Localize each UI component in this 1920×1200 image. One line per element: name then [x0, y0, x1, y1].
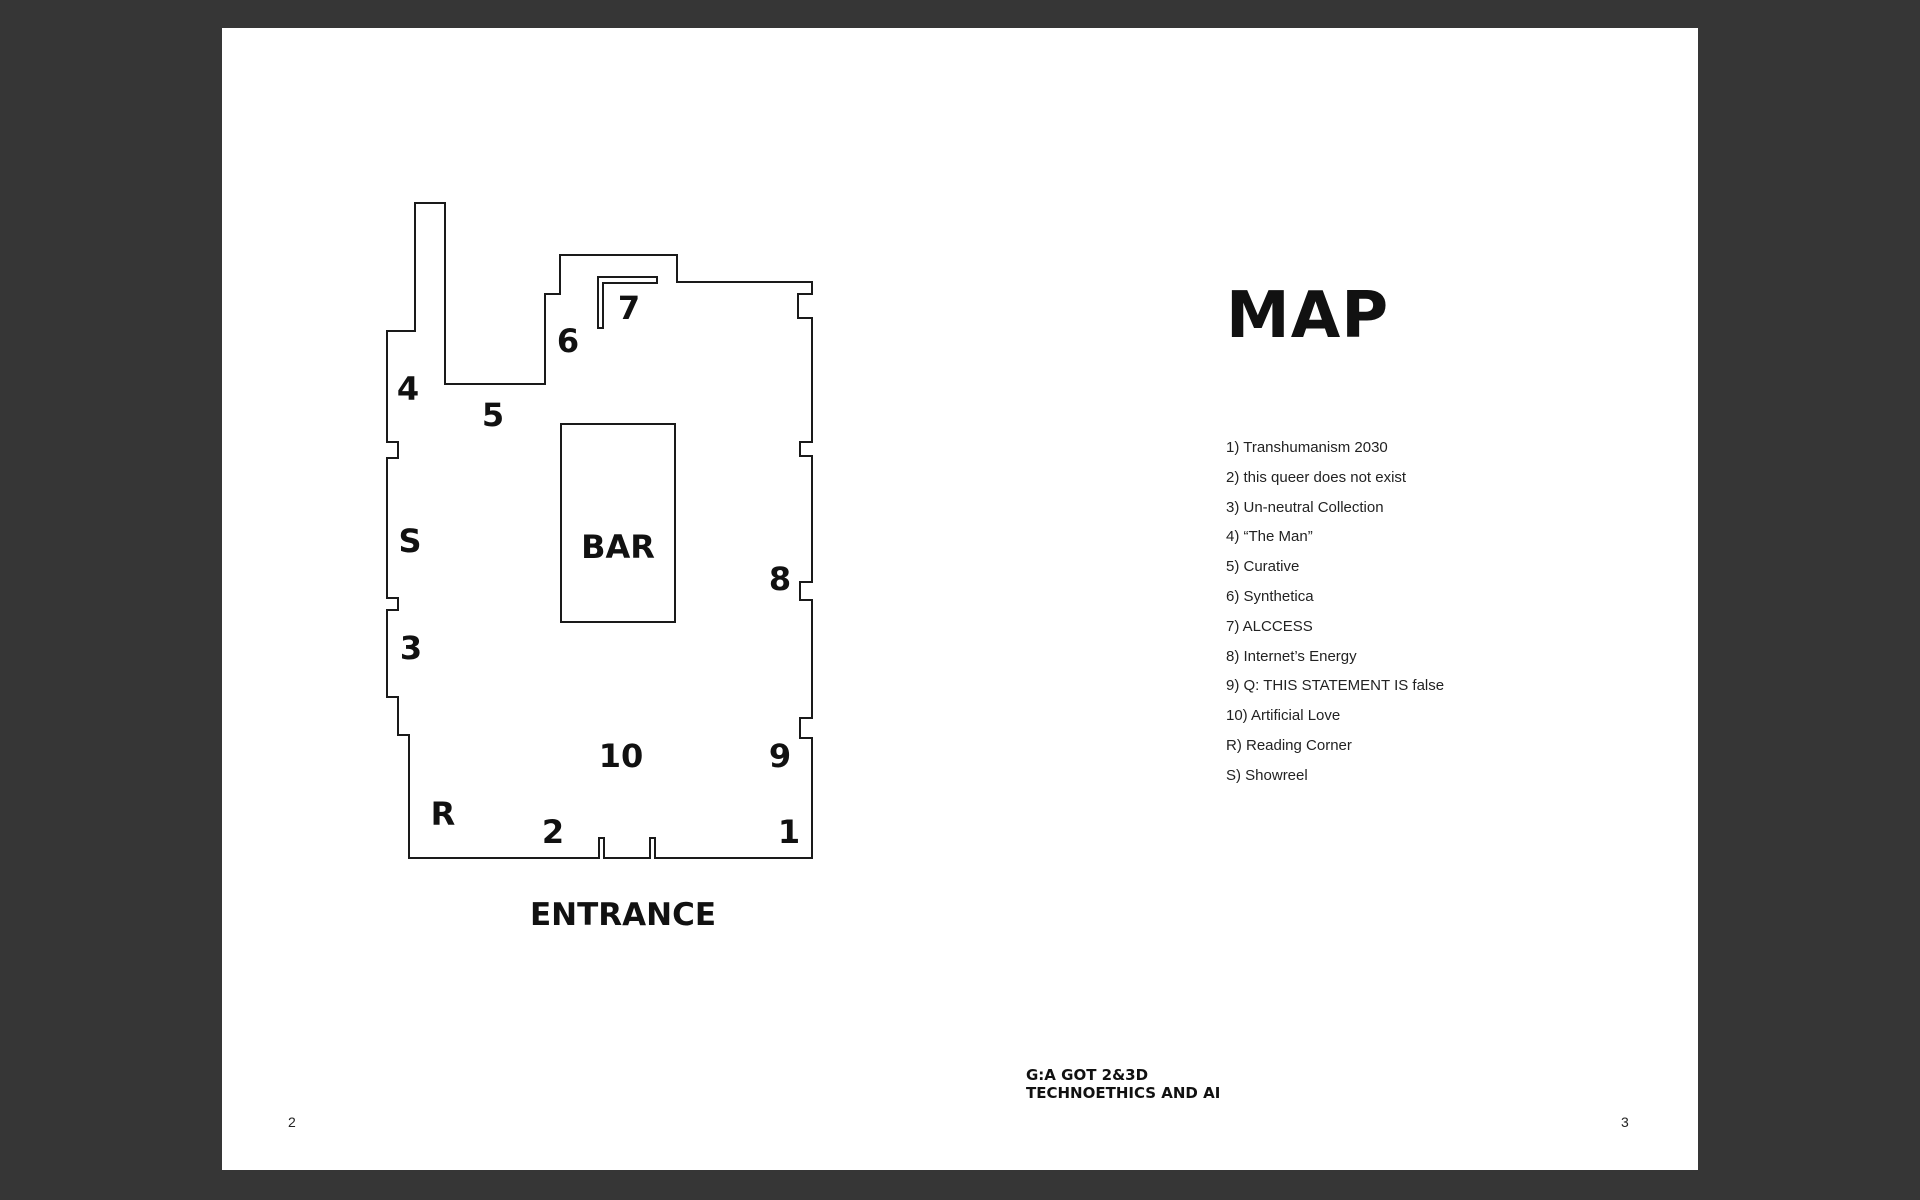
page-number-right: 3	[1621, 1114, 1629, 1130]
page-number-left: 2	[288, 1114, 296, 1130]
legend-item: 9) Q: THIS STATEMENT IS false	[1226, 677, 1445, 695]
zone-label-5: 5	[482, 396, 504, 434]
zone-label-9: 9	[769, 737, 791, 775]
footer-line-1: G:A GOT 2&3D	[1026, 1066, 1149, 1084]
zone-label-7: 7	[618, 289, 640, 327]
zone-label-2: 2	[542, 813, 564, 851]
zone-label-1: 1	[778, 813, 800, 851]
legend-item: 6) Synthetica	[1226, 587, 1314, 605]
legend-item: 1) Transhumanism 2030	[1226, 439, 1388, 456]
page-title: MAP	[1226, 279, 1390, 353]
legend-item: 10) Artificial Love	[1226, 707, 1341, 725]
zone-label-r: R	[431, 795, 456, 833]
map-legend: 1) Transhumanism 2030 2) this queer does…	[1226, 433, 1444, 791]
floor-plan: 1 2 3 4 5 6 7 8 9 10 R S BAR ENTRANCE	[386, 202, 813, 933]
bar-counter	[560, 423, 676, 623]
legend-item: 5) Curative	[1226, 558, 1300, 576]
partition-wall-7	[597, 276, 658, 329]
legend-item: R) Reading Corner	[1226, 736, 1352, 754]
zone-label-8: 8	[769, 560, 791, 598]
legend-item: 2) this queer does not exist	[1226, 468, 1407, 486]
entrance-label: ENTRANCE	[530, 897, 716, 933]
zone-label-s: S	[398, 522, 421, 560]
floor-plan-outline	[386, 202, 813, 859]
footer-line-2: TECHNOETHICS AND AI	[1026, 1084, 1221, 1102]
legend-item: 7) ALCCESS	[1226, 617, 1313, 635]
zone-label-3: 3	[400, 629, 422, 667]
zone-label-6: 6	[557, 322, 579, 360]
bar-label: BAR	[581, 528, 655, 566]
zone-label-4: 4	[397, 370, 419, 408]
running-footer: G:A GOT 2&3D TECHNOETHICS AND AI	[1026, 1066, 1220, 1102]
legend-item: 4) “The Man”	[1226, 528, 1313, 546]
legend-item: S) Showreel	[1226, 766, 1308, 784]
legend-item: 8) Internet’s Energy	[1226, 647, 1357, 665]
legend-item: 3) Un-neutral Collection	[1226, 498, 1384, 516]
page-spread: 1 2 3 4 5 6 7 8 9 10 R S BAR ENTRANCE MA…	[222, 28, 1698, 1170]
zone-label-10: 10	[599, 737, 644, 775]
